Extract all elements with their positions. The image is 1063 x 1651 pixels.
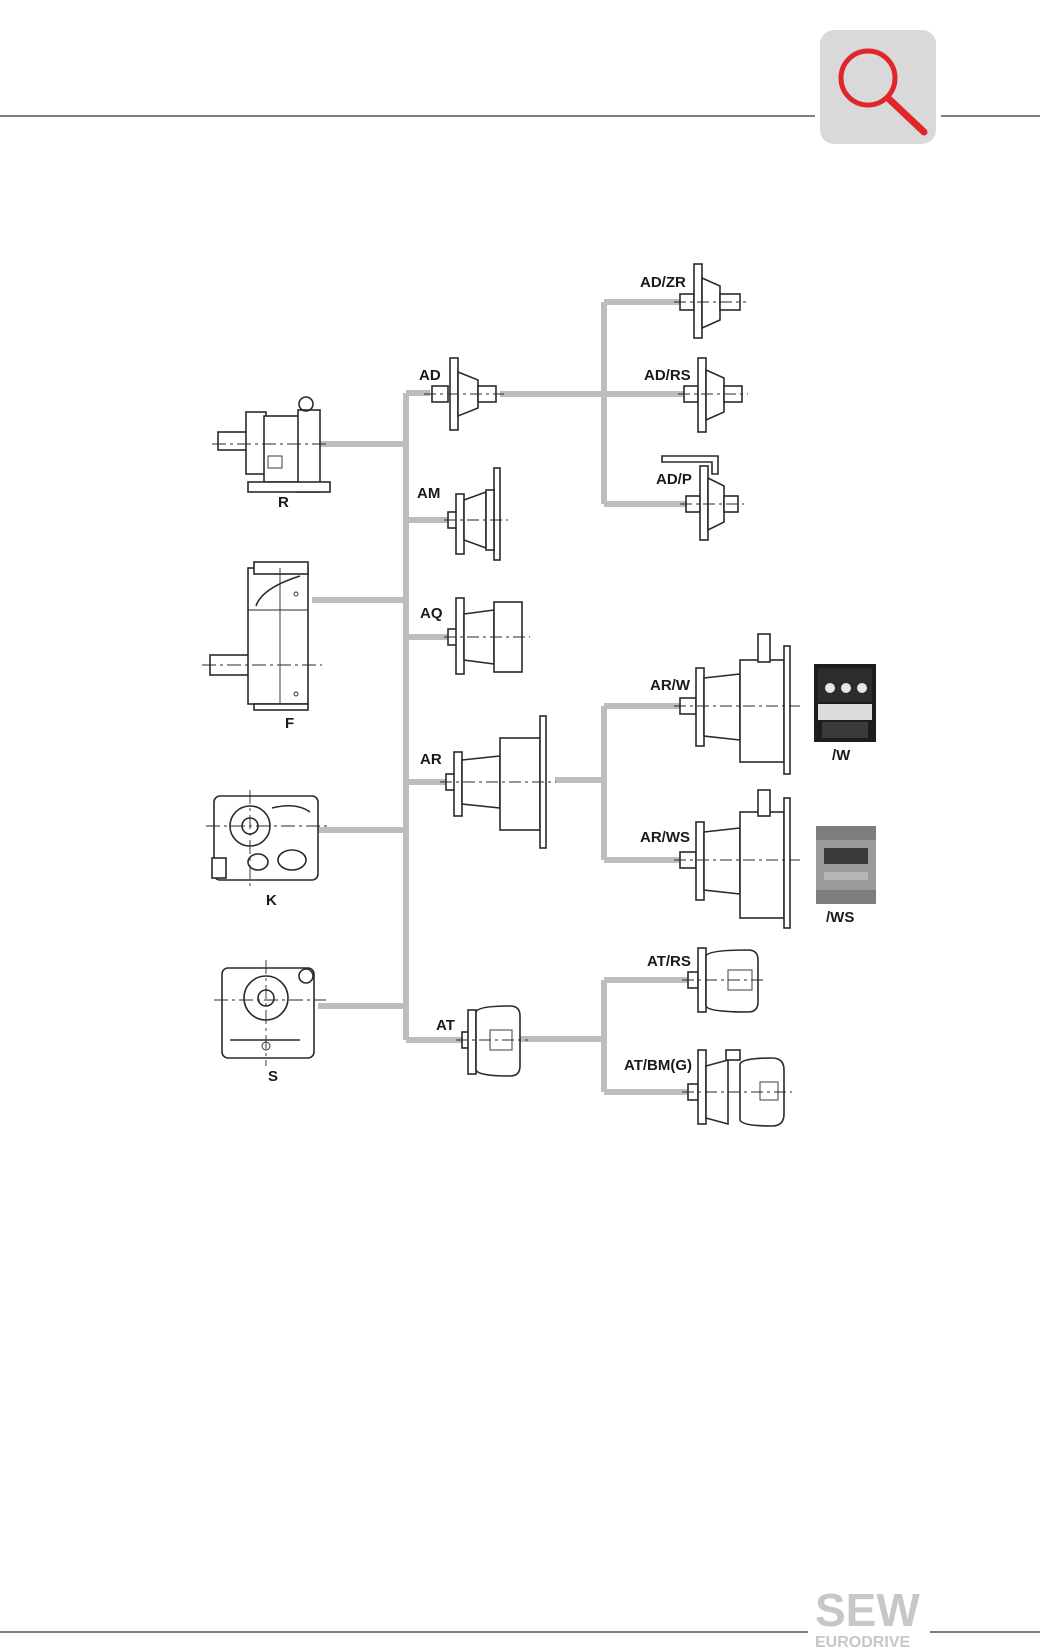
- adapter-ad-zr-drawing: [674, 263, 746, 339]
- label-at-rs: AT/RS: [647, 953, 691, 970]
- adapter-ar-drawing: [440, 715, 556, 849]
- eurodrive-logo: EURODRIVE: [815, 1634, 910, 1651]
- adapter-ad-rs-drawing: [678, 357, 748, 433]
- adapter-at-bmg-drawing: [682, 1049, 792, 1127]
- label-ar: AR: [420, 751, 442, 768]
- evaluation-device-ws-image: [816, 826, 876, 904]
- adapter-ar-ws-drawing: [674, 789, 800, 929]
- label-ws: /WS: [826, 909, 854, 926]
- label-aq: AQ: [420, 605, 443, 622]
- adapter-at-rs-drawing: [682, 947, 766, 1013]
- adapter-ad-p-drawing: [661, 455, 744, 541]
- label-f: F: [285, 715, 294, 732]
- label-am: AM: [417, 485, 440, 502]
- adapter-ar-w-drawing: [674, 633, 800, 775]
- label-at: AT: [436, 1017, 455, 1034]
- adapter-at-drawing: [456, 1005, 528, 1077]
- label-ar-w: AR/W: [650, 677, 691, 694]
- gear-unit-f-drawing: [202, 561, 322, 711]
- label-ad-p: AD/P: [656, 471, 692, 488]
- adapter-am-drawing: [444, 467, 508, 561]
- label-w: /W: [832, 747, 851, 764]
- label-ad: AD: [419, 367, 441, 384]
- magnifier-icon: [820, 30, 936, 144]
- label-ad-zr: AD/ZR: [640, 274, 686, 291]
- label-s: S: [268, 1068, 278, 1085]
- adapter-ad-drawing: [424, 357, 504, 431]
- sew-logo: SEW: [815, 1584, 920, 1636]
- evaluation-device-w-image: [814, 664, 876, 742]
- gear-unit-s-drawing: [214, 960, 326, 1066]
- adapter-aq-drawing: [444, 597, 530, 675]
- gear-unit-k-drawing: [206, 790, 330, 890]
- label-r: R: [278, 494, 289, 511]
- label-ad-rs: AD/RS: [644, 367, 691, 384]
- gear-unit-r-drawing: [212, 396, 331, 493]
- label-k: K: [266, 892, 277, 909]
- label-ar-ws: AR/WS: [640, 829, 690, 846]
- connector-lines: [312, 299, 690, 1095]
- label-at-bmg: AT/BM(G): [624, 1057, 692, 1074]
